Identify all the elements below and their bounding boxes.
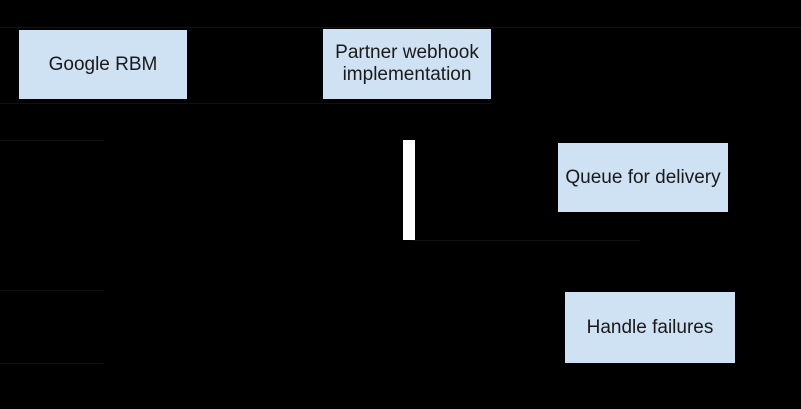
box-handle-failures: Handle failures (564, 291, 736, 364)
box-partner-webhook-implementation-label: Partner webhook implementation (335, 42, 479, 85)
box-queue-for-delivery: Queue for delivery (557, 142, 729, 213)
faint-message-line-4 (0, 363, 103, 364)
box-google-rbm-label: Google RBM (48, 53, 158, 75)
faint-message-line-2 (412, 240, 640, 241)
faint-line-under-top-boxes (0, 103, 492, 104)
faint-message-line-1 (0, 140, 104, 141)
box-handle-failures-label: Handle failures (586, 316, 714, 338)
box-partner-webhook-implementation: Partner webhook implementation (322, 28, 492, 100)
box-queue-for-delivery-label: Queue for delivery (565, 166, 721, 188)
faint-message-line-3 (0, 290, 103, 291)
box-google-rbm: Google RBM (18, 29, 188, 100)
faint-frame-line-top (0, 27, 801, 28)
activation-bar (403, 140, 415, 240)
